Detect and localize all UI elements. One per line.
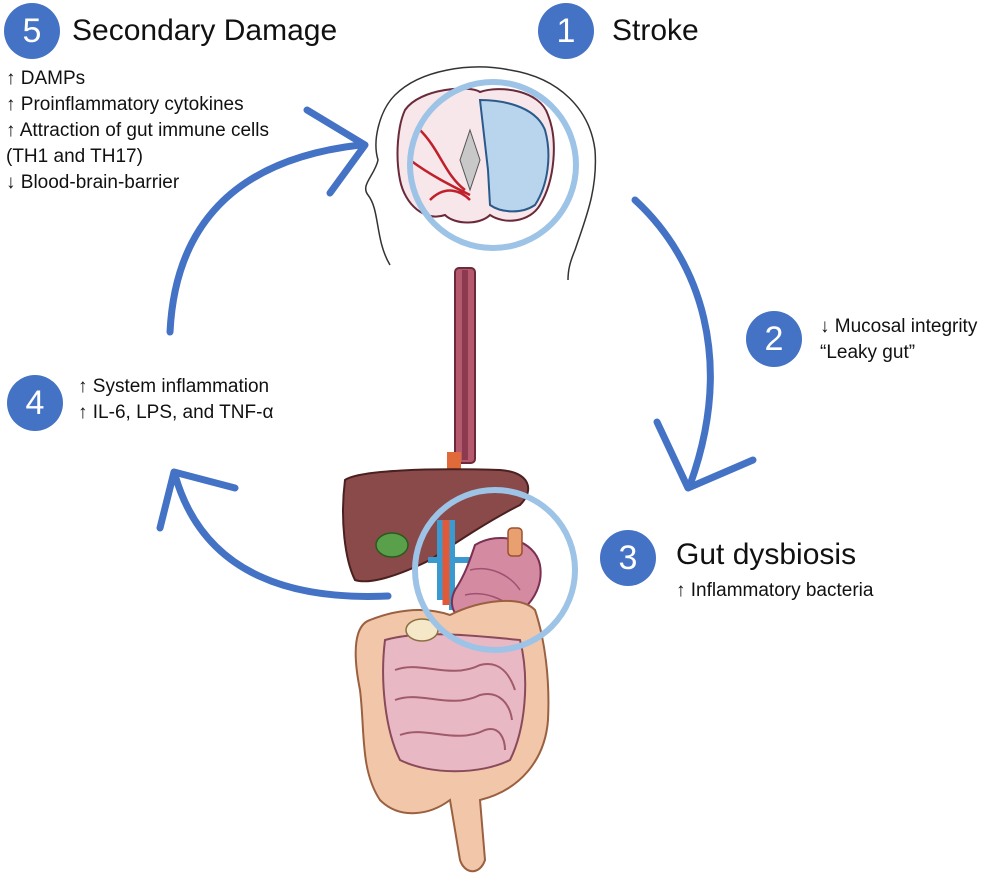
step-2-text: ↓ Mucosal integrity “Leaky gut”	[820, 314, 977, 366]
step-5-badge: 5	[4, 3, 60, 59]
brain-highlight-circle	[407, 79, 579, 251]
step-4-badge: 4	[7, 375, 63, 431]
step-3-line-1: ↑ Inflammatory bacteria	[676, 580, 874, 601]
step-3-badge: 3	[600, 530, 656, 586]
step-5-text: ↑ DAMPs ↑ Proinflammatory cytokines ↑ At…	[6, 66, 269, 196]
arrow-gut-to-inflammation	[156, 468, 392, 600]
step-1-title: Stroke	[612, 14, 699, 47]
step-3-text: ↑ Inflammatory bacteria	[676, 578, 873, 604]
arrow-inflammation-to-brain	[166, 106, 369, 336]
step-5-line-4: (TH1 and TH17)	[6, 146, 143, 167]
brain-illustration	[396, 87, 555, 224]
step-3-title: Gut dysbiosis	[676, 538, 857, 571]
step-4-text: ↑ System inflammation ↑ IL-6, LPS, and T…	[78, 374, 273, 426]
arrow-stroke-to-gut	[631, 196, 757, 492]
step-5-line-1: ↑ DAMPs	[6, 68, 86, 89]
step-2-line-2: “Leaky gut”	[820, 342, 916, 363]
gallbladder	[375, 532, 409, 558]
step-4-line-1: ↑ System inflammation	[78, 376, 270, 397]
step-4-line-2: ↑ IL-6, LPS, and TNF-α	[78, 402, 274, 423]
step-5-line-5: ↓ Blood-brain-barrier	[6, 172, 180, 193]
step-2-badge: 2	[746, 311, 802, 367]
step-2-line-1: ↓ Mucosal integrity	[820, 316, 978, 337]
step-5-line-2: ↑ Proinflammatory cytokines	[6, 94, 244, 115]
step-5-title: Secondary Damage	[72, 14, 338, 47]
gut-highlight-circle	[412, 487, 578, 653]
step-5-line-3: ↑ Attraction of gut immune cells	[6, 120, 269, 141]
small-intestine	[382, 633, 527, 773]
step-1-badge: 1	[538, 3, 594, 59]
head-outline	[365, 66, 597, 281]
